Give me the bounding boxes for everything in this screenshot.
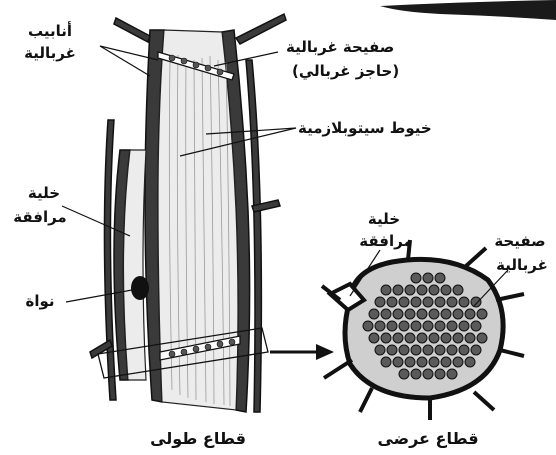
sieve-pore [465, 333, 475, 343]
sieve-pore [471, 321, 481, 331]
caption-cross-section: قطاع عرضى [377, 429, 478, 448]
sieve-pore [465, 309, 475, 319]
sieve-pore [447, 345, 457, 355]
sieve-pore [411, 369, 421, 379]
sieve-pore [405, 333, 415, 343]
sieve-pore [471, 297, 481, 307]
sieve-pore [399, 321, 409, 331]
sieve-pore [423, 297, 433, 307]
sieve-pore [453, 285, 463, 295]
sieve-pore [423, 345, 433, 355]
sieve-pore [453, 333, 463, 343]
top-branch-left [114, 18, 150, 42]
sieve-pore [429, 333, 439, 343]
sieve-pore [393, 357, 403, 367]
label-companion-cell-cross-line1: خلية [368, 210, 400, 228]
sieve-pore [393, 333, 403, 343]
sieve-pore [399, 369, 409, 379]
sieve-pore [441, 309, 451, 319]
sieve-pore [459, 321, 469, 331]
sieve-pore [453, 309, 463, 319]
sieve-pore [435, 369, 445, 379]
sieve-pore [471, 345, 481, 355]
sieve-pore [423, 321, 433, 331]
top-branch-right [236, 14, 286, 44]
sieve-pore [405, 357, 415, 367]
sieve-pore [411, 345, 421, 355]
sieve-pore [381, 309, 391, 319]
sieve-pore [411, 273, 421, 283]
sieve-pore [459, 345, 469, 355]
sieve-pore [399, 297, 409, 307]
label-sieve-plate-line2: (حاجز غربالي) [292, 62, 399, 80]
sieve-pore [435, 273, 445, 283]
scan-smudge [380, 0, 556, 20]
sieve-pore [363, 321, 373, 331]
sieve-pore [381, 285, 391, 295]
cross-section-drawing [322, 240, 524, 420]
sieve-pore [399, 345, 409, 355]
sieve-pore [381, 333, 391, 343]
sieve-pore [447, 369, 457, 379]
sieve-pore [393, 309, 403, 319]
label-companion-cell-cross-line2: مرافقة [359, 232, 412, 250]
sieve-pore [375, 321, 385, 331]
sieve-pore [453, 357, 463, 367]
sieve-pore [393, 285, 403, 295]
label-companion-cell-line2: مرافقة [13, 208, 66, 226]
label-cytoplasmic-strands: خيوط سيتوبلازمية [298, 119, 432, 137]
sieve-pore [441, 285, 451, 295]
sieve-pore [369, 309, 379, 319]
sieve-pore [417, 333, 427, 343]
sieve-pore [465, 357, 475, 367]
sieve-pore [405, 285, 415, 295]
sieve-pore [441, 357, 451, 367]
sieve-pore [423, 369, 433, 379]
sieve-pore [417, 285, 427, 295]
label-sieve-tubes-line2: غربالية [24, 44, 76, 62]
companion-cell-nucleus [131, 276, 149, 300]
sieve-pore [459, 297, 469, 307]
sieve-pore [411, 321, 421, 331]
section-arrow-head [316, 344, 334, 360]
sieve-pore [429, 309, 439, 319]
sieve-pore [417, 357, 427, 367]
sieve-pore [447, 297, 457, 307]
sieve-pore [375, 297, 385, 307]
sieve-pore [423, 273, 433, 283]
label-sieve-tubes-line1: أنابيب [28, 21, 72, 40]
sieve-pore [435, 321, 445, 331]
sieve-pore [417, 309, 427, 319]
sieve-pore [429, 285, 439, 295]
sieve-pore [405, 309, 415, 319]
sieve-pore [477, 333, 487, 343]
sieve-pore [387, 321, 397, 331]
sieve-pore [381, 357, 391, 367]
sieve-pore [429, 357, 439, 367]
label-sieve-plate-cross-line2: غربالية [496, 256, 548, 274]
label-sieve-plate-cross-line1: صفيحة [494, 232, 545, 250]
sieve-pore [369, 333, 379, 343]
label-companion-cell-line1: خلية [28, 184, 60, 202]
companion-cell-body [123, 150, 146, 380]
label-sieve-plate-line1: صفيحة غربالية [286, 38, 394, 56]
longitudinal-section-drawing [90, 14, 286, 412]
sieve-pore [387, 297, 397, 307]
sieve-pore [411, 297, 421, 307]
sieve-pore [447, 321, 457, 331]
sieve-pore [375, 345, 385, 355]
sieve-pore [441, 333, 451, 343]
sieve-pore [435, 297, 445, 307]
sieve-pore [435, 345, 445, 355]
label-nucleus: نواة [25, 292, 54, 310]
sieve-pore [387, 345, 397, 355]
sieve-pore [477, 309, 487, 319]
caption-longitudinal-section: قطاع طولى [150, 429, 246, 448]
